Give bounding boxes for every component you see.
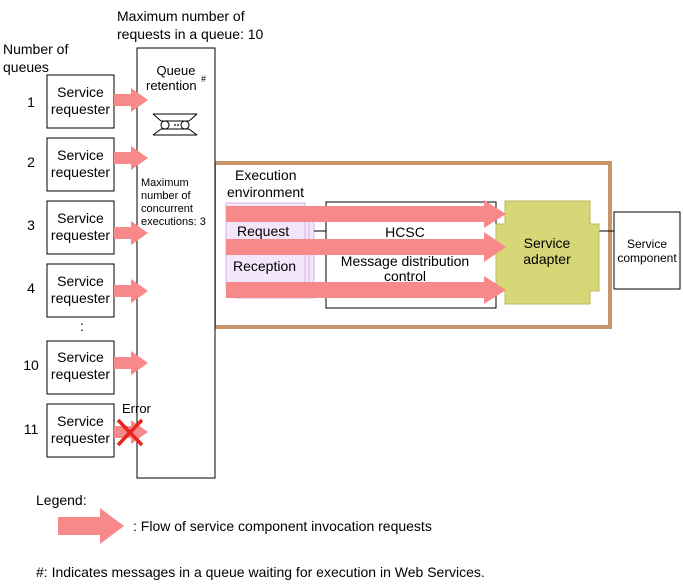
reception-label: Reception — [233, 258, 296, 274]
queue-title-line1: Queue — [156, 63, 195, 78]
flow-arrow-long-3 — [226, 276, 506, 304]
service-requester-box — [46, 200, 115, 255]
legend-flow-text: : Flow of service component invocation r… — [133, 518, 432, 534]
queue-number: 11 — [24, 421, 39, 437]
error-cross-icon — [116, 418, 144, 447]
execution-environment-label-line1: Execution — [235, 167, 296, 183]
requester-row-1: 1 Service requester — [27, 74, 148, 129]
queue-number: 3 — [27, 217, 35, 233]
flow-arrow-long-2 — [226, 232, 506, 262]
service-component-label-line1: Service — [627, 237, 667, 251]
queue-footnote-mark: # — [201, 74, 206, 84]
service-requester-label-line1: Service — [57, 273, 104, 289]
service-requester-box — [46, 137, 115, 192]
queue-number: 10 — [23, 357, 39, 373]
legend-arrow-icon — [58, 508, 124, 544]
service-requester-label-line2: requester — [51, 164, 110, 180]
service-requester-label-line1: Service — [57, 147, 104, 163]
queue-icon — [152, 113, 198, 136]
queue-retention-box — [136, 47, 216, 479]
service-component-box — [613, 211, 681, 290]
service-requester-label-line2: requester — [51, 430, 110, 446]
queue-number: 2 — [27, 154, 35, 170]
hcsc-label: HCSC — [385, 224, 425, 240]
requester-row-3: 3 Service requester — [27, 200, 148, 255]
queue-title-line2: retention — [146, 78, 197, 93]
max-concurrent-line1: Maximum — [141, 177, 189, 189]
service-requester-label-line2: requester — [51, 290, 110, 306]
legend-title: Legend: — [36, 492, 87, 508]
max-requests-label-line1: Maximum number of — [117, 8, 245, 24]
service-requester-box — [46, 263, 115, 318]
num-queues-label-line2: queues — [3, 59, 49, 75]
service-component-label-line2: component — [617, 251, 677, 265]
footnote: #: Indicates messages in a queue waiting… — [36, 564, 485, 580]
queue-number: 1 — [27, 94, 35, 110]
error-label: Error — [122, 401, 152, 416]
service-adapter-label-line1: Service — [524, 235, 571, 251]
num-queues-label-line1: Number of — [3, 41, 68, 57]
execution-environment-label-line2: environment — [227, 184, 304, 200]
message-distribution-label-line1: Message distribution — [341, 253, 469, 269]
ellipsis-colon: : — [80, 318, 84, 334]
max-concurrent-line2: number of — [141, 190, 191, 202]
request-label: Request — [237, 223, 289, 239]
message-distribution-label-line2: control — [384, 268, 426, 284]
flow-arrow-long-1 — [226, 200, 506, 228]
queue-number: 4 — [27, 280, 35, 296]
service-requester-label-line2: requester — [51, 366, 110, 382]
service-requester-label-line1: Service — [57, 84, 104, 100]
service-requester-label-line1: Service — [57, 210, 104, 226]
service-requester-label-line1: Service — [57, 349, 104, 365]
requester-row-11: 11 Service requester — [24, 403, 148, 458]
max-requests-label-line2: requests in a queue: 10 — [117, 26, 264, 42]
service-requester-label-line2: requester — [51, 101, 110, 117]
requester-row-2: 2 Service requester — [27, 137, 148, 192]
service-requester-label-line1: Service — [57, 413, 104, 429]
service-requester-box — [46, 403, 115, 458]
max-concurrent-line4: executions: 3 — [141, 216, 206, 228]
service-requester-box — [46, 340, 115, 395]
service-adapter-shape — [495, 200, 600, 305]
service-adapter-label-line2: adapter — [523, 251, 571, 267]
requester-row-10: 10 Service requester — [23, 340, 148, 395]
service-requester-label-line2: requester — [51, 227, 110, 243]
max-concurrent-line3: concurrent — [141, 203, 193, 215]
requester-row-4: 4 Service requester — [27, 263, 148, 318]
